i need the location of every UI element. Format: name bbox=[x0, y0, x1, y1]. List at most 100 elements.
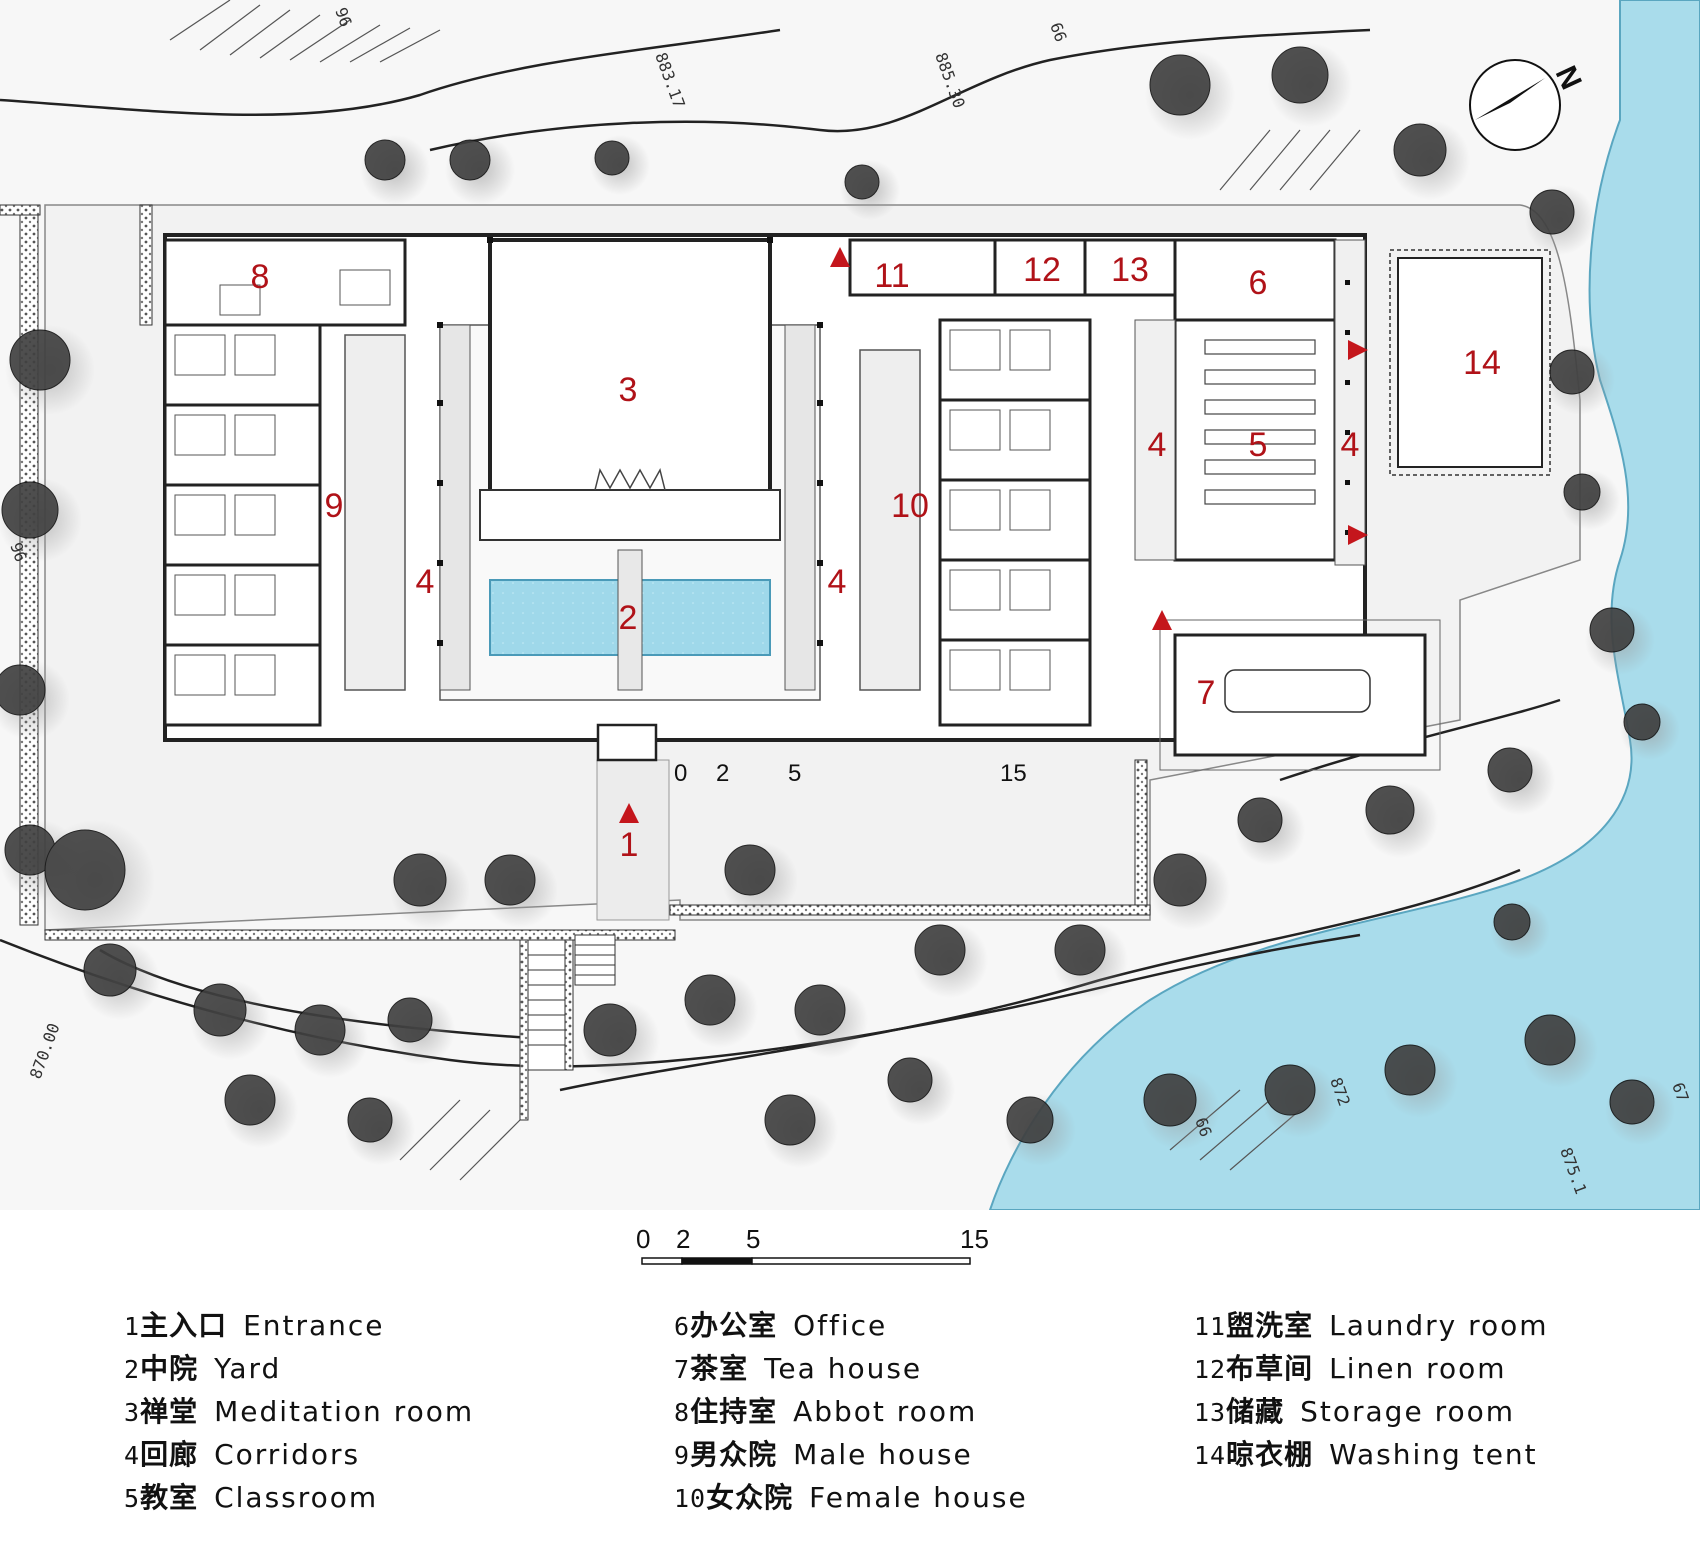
legend-english-label: Classroom bbox=[214, 1481, 379, 1514]
legend-item-4: 4回廊 Corridors bbox=[124, 1433, 674, 1476]
scale-segment bbox=[751, 1257, 971, 1265]
scale-segment bbox=[641, 1257, 683, 1265]
room-num-13: 13 bbox=[1111, 251, 1149, 289]
entry-marker-east-1 bbox=[1348, 340, 1368, 360]
legend-number: 3 bbox=[124, 1398, 141, 1427]
stone-wall-corner bbox=[0, 204, 41, 216]
legend-english-label: Abbot room bbox=[793, 1395, 978, 1428]
legend-english-label: Female house bbox=[809, 1481, 1028, 1514]
legend-english-label: Linen room bbox=[1329, 1352, 1507, 1385]
legend-english-label: Meditation room bbox=[214, 1395, 475, 1428]
legend-chinese-label: 主入口 bbox=[140, 1309, 228, 1342]
legend-item-14: 14晾衣棚 Washing tent bbox=[1194, 1433, 1584, 1476]
legend-item-3: 3禅堂 Meditation room bbox=[124, 1390, 674, 1433]
room-numbers: 1 2 3 4 4 4 4 5 6 7 8 9 10 11 12 13 14 bbox=[251, 251, 1501, 864]
legend-english-label: Office bbox=[793, 1309, 888, 1342]
legend-chinese-label: 晾衣棚 bbox=[1226, 1438, 1314, 1471]
legend-chinese-label: 禅堂 bbox=[140, 1395, 199, 1428]
stone-wall-south-east bbox=[669, 904, 1151, 916]
legend-number: 9 bbox=[674, 1441, 691, 1470]
entry-marker-north bbox=[830, 247, 850, 267]
tree-canopy bbox=[0, 46, 1661, 1146]
washing-tent-outline bbox=[1389, 249, 1551, 476]
stair-wall-right bbox=[564, 939, 574, 1071]
stone-wall-south-west bbox=[44, 929, 676, 941]
pool-bridge bbox=[617, 549, 643, 691]
legend-chinese-label: 盥洗室 bbox=[1226, 1309, 1314, 1342]
north-service bbox=[848, 238, 1337, 322]
plan-scale-15: 15 bbox=[1000, 760, 1027, 787]
legend-chinese-label: 中院 bbox=[140, 1352, 199, 1385]
room-num-4: 4 bbox=[416, 563, 435, 601]
room-num-14: 14 bbox=[1463, 344, 1501, 382]
stair-wall-left bbox=[519, 939, 529, 1121]
legend-item-5: 5教室 Classroom bbox=[124, 1476, 674, 1519]
meditation-terrace bbox=[479, 489, 781, 541]
legend-number: 1 bbox=[124, 1312, 141, 1341]
corridor-strip-right bbox=[784, 324, 816, 691]
legend-number: 11 bbox=[1194, 1312, 1227, 1341]
legend-number: 10 bbox=[674, 1484, 707, 1513]
corridor-east-b bbox=[1334, 239, 1366, 566]
legend-english-label: Yard bbox=[214, 1352, 282, 1385]
legend-chinese-label: 教室 bbox=[140, 1481, 199, 1514]
legend-number: 6 bbox=[674, 1312, 691, 1341]
site-plan: 883.17 885.30 66 96 870.00 872 875.1 67 … bbox=[0, 0, 1700, 1210]
room-num-7: 7 bbox=[1197, 674, 1216, 712]
legend-chinese-label: 男众院 bbox=[690, 1438, 778, 1471]
west-wing-fixtures bbox=[174, 269, 391, 696]
legend-chinese-label: 回廊 bbox=[140, 1438, 199, 1471]
legend-number: 13 bbox=[1194, 1398, 1227, 1427]
legend-number: 7 bbox=[674, 1355, 691, 1384]
room-num-1: 1 bbox=[620, 826, 639, 864]
corridor-east-a bbox=[1134, 319, 1176, 561]
legend-number: 12 bbox=[1194, 1355, 1227, 1384]
entrance-path bbox=[596, 759, 670, 921]
legend-english-label: Male house bbox=[793, 1438, 973, 1471]
scale-segment bbox=[681, 1257, 753, 1265]
columns bbox=[437, 237, 1350, 646]
plan-scale: 0 2 5 15 bbox=[674, 760, 1027, 787]
room-num-9: 9 bbox=[325, 487, 344, 525]
stone-wall-west bbox=[19, 204, 39, 926]
legend-number: 4 bbox=[124, 1441, 141, 1470]
room-num-4: 4 bbox=[1341, 426, 1360, 464]
legend-item-11: 11盥洗室 Laundry room bbox=[1194, 1304, 1584, 1347]
room-num-8: 8 bbox=[251, 258, 270, 296]
room-num-10: 10 bbox=[891, 487, 929, 525]
east-wing bbox=[938, 318, 1092, 727]
scale-bar-0: 0 bbox=[636, 1224, 650, 1254]
room-num-5: 5 bbox=[1249, 426, 1268, 464]
west-garden bbox=[344, 334, 406, 691]
meditation-door bbox=[594, 467, 666, 491]
room-num-4: 4 bbox=[828, 563, 847, 601]
plan-scale-0: 0 bbox=[674, 760, 687, 787]
tea-terrace bbox=[1159, 619, 1441, 771]
room-num-3: 3 bbox=[619, 371, 638, 409]
corridor-strip-left bbox=[439, 324, 471, 691]
legend-number: 5 bbox=[124, 1484, 141, 1513]
west-wing bbox=[163, 238, 407, 727]
room-num-12: 12 bbox=[1023, 251, 1061, 289]
legend-chinese-label: 住持室 bbox=[690, 1395, 778, 1428]
room-num-11: 11 bbox=[874, 257, 909, 295]
legend-english-label: Entrance bbox=[243, 1309, 385, 1342]
stone-wall-north bbox=[139, 204, 153, 326]
legend-chinese-label: 办公室 bbox=[690, 1309, 778, 1342]
legend-number: 14 bbox=[1194, 1441, 1227, 1470]
tea-house bbox=[1173, 633, 1427, 757]
legend-english-label: Laundry room bbox=[1329, 1309, 1549, 1342]
legend-english-label: Corridors bbox=[214, 1438, 361, 1471]
entry-marker-tea bbox=[1152, 610, 1172, 630]
entrance-gate bbox=[596, 723, 658, 762]
east-wing-fixtures bbox=[949, 329, 1051, 691]
stone-wall-tea bbox=[1134, 759, 1148, 906]
east-garden bbox=[859, 349, 921, 691]
legend-english-label: Washing tent bbox=[1329, 1438, 1538, 1471]
